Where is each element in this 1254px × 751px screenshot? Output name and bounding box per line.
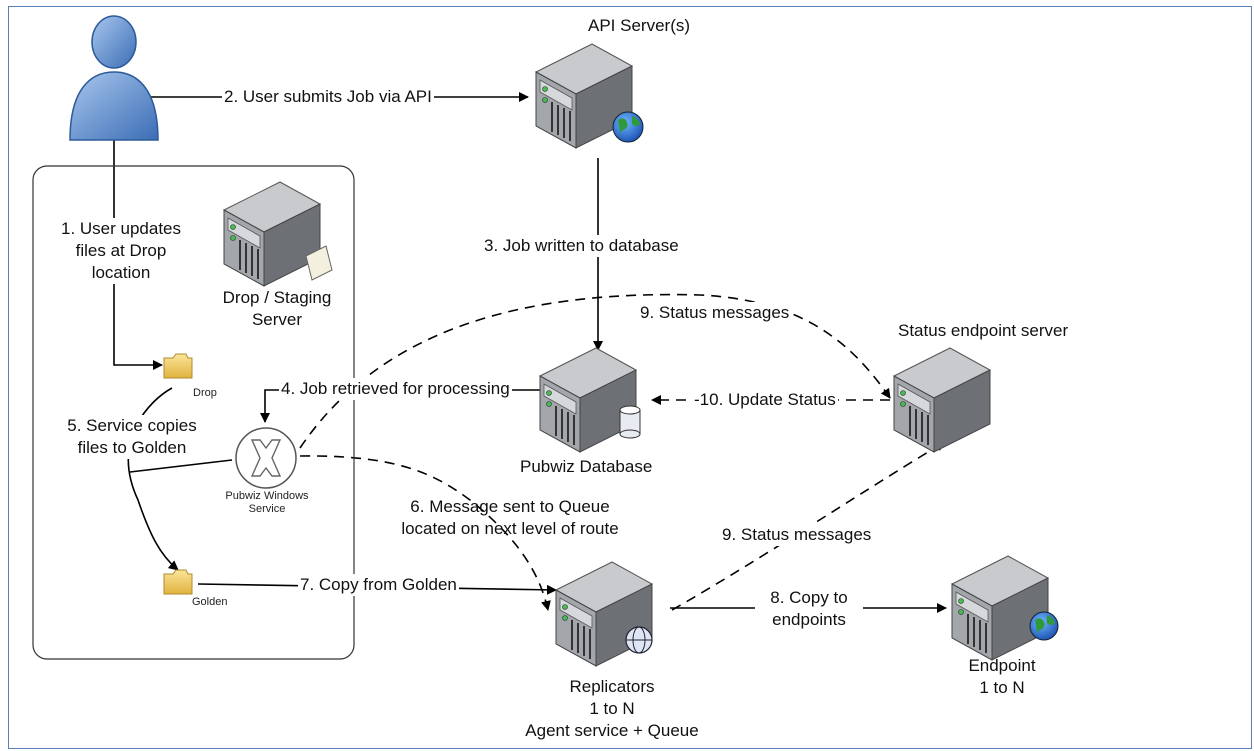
globe-icon: [625, 626, 653, 654]
step-2-label: 2. User submits Job via API: [222, 86, 434, 108]
dashed-status-messages-top: [299, 293, 891, 449]
globe-icon: [612, 111, 644, 143]
step-6-label: 6. Message sent to Queue located on next…: [378, 496, 642, 540]
arrow-drop-to-golden: [127, 387, 179, 571]
person-icon: [69, 15, 159, 141]
golden-folder-label: Golden: [192, 596, 228, 608]
step-1-label: 1. User updates files at Drop location: [44, 218, 198, 284]
endpoint-label: Endpoint 1 to N: [950, 655, 1054, 699]
drop-server-label: Drop / Staging Server: [205, 287, 349, 331]
folder-icon: [163, 569, 193, 595]
server-icon: [951, 555, 1049, 661]
service-label: Pubwiz Windows Service: [214, 490, 320, 516]
database-label: Pubwiz Database: [520, 457, 653, 476]
step-8-line-2: endpoints: [772, 610, 846, 629]
staging-boundary: [32, 165, 355, 660]
status-endpoint-label: Status endpoint server: [898, 321, 1069, 340]
step-1-line-2: files at Drop: [75, 241, 167, 260]
dashed-status-messages-bottom: [671, 441, 946, 611]
step-5-line-1: 5. Service copies: [67, 416, 197, 435]
replicators-line-3: Agent service + Queue: [525, 721, 699, 740]
step-6-line-1: 6. Message sent to Queue: [410, 497, 610, 516]
step-9-bottom-label: 9. Status messages: [720, 524, 874, 546]
step-4-label: 4. Job retrieved for processing: [279, 378, 512, 400]
server-icon: [893, 347, 991, 453]
replicators-line-1: Replicators: [569, 677, 655, 696]
service-cross-icon: [235, 427, 297, 489]
database-cylinder-icon: [619, 405, 641, 439]
step-6-line-2: located on next level of route: [401, 519, 619, 538]
drop-server-line-1: Drop / Staging: [222, 288, 332, 307]
step-10-label: -10. Update Status: [692, 389, 838, 411]
endpoint-line-1: Endpoint: [968, 656, 1036, 675]
step-5-label: 5. Service copies files to Golden: [54, 415, 210, 459]
folder-icon: [163, 353, 193, 379]
globe-icon: [1029, 611, 1059, 641]
line-service-to-curve: [129, 459, 233, 473]
endpoint-line-2: 1 to N: [979, 678, 1025, 697]
step-8-label: 8. Copy to endpoints: [755, 587, 863, 631]
drop-folder-label: Drop: [193, 387, 217, 399]
document-icon: [305, 245, 333, 281]
replicators-line-2: 1 to N: [589, 699, 635, 718]
dashed-message-to-queue: [299, 455, 551, 611]
step-1-line-3: location: [91, 263, 151, 282]
step-1-line-1: 1. User updates: [60, 219, 181, 238]
step-5-line-2: files to Golden: [77, 438, 187, 457]
service-label-line-1: Pubwiz Windows: [225, 490, 309, 502]
step-8-line-1: 8. Copy to: [770, 588, 848, 607]
replicators-label: Replicators 1 to N Agent service + Queue: [500, 676, 724, 742]
drop-server-line-2: Server: [251, 310, 303, 329]
service-label-line-2: Service: [248, 503, 286, 515]
step-7-label: 7. Copy from Golden: [298, 574, 459, 596]
step-9-top-label: 9. Status messages: [638, 302, 792, 324]
api-server-label: API Server(s): [588, 16, 691, 35]
step-3-label: 3. Job written to database: [482, 235, 681, 257]
arrow-user-to-drop: [113, 140, 163, 370]
server-icon: [223, 181, 321, 287]
